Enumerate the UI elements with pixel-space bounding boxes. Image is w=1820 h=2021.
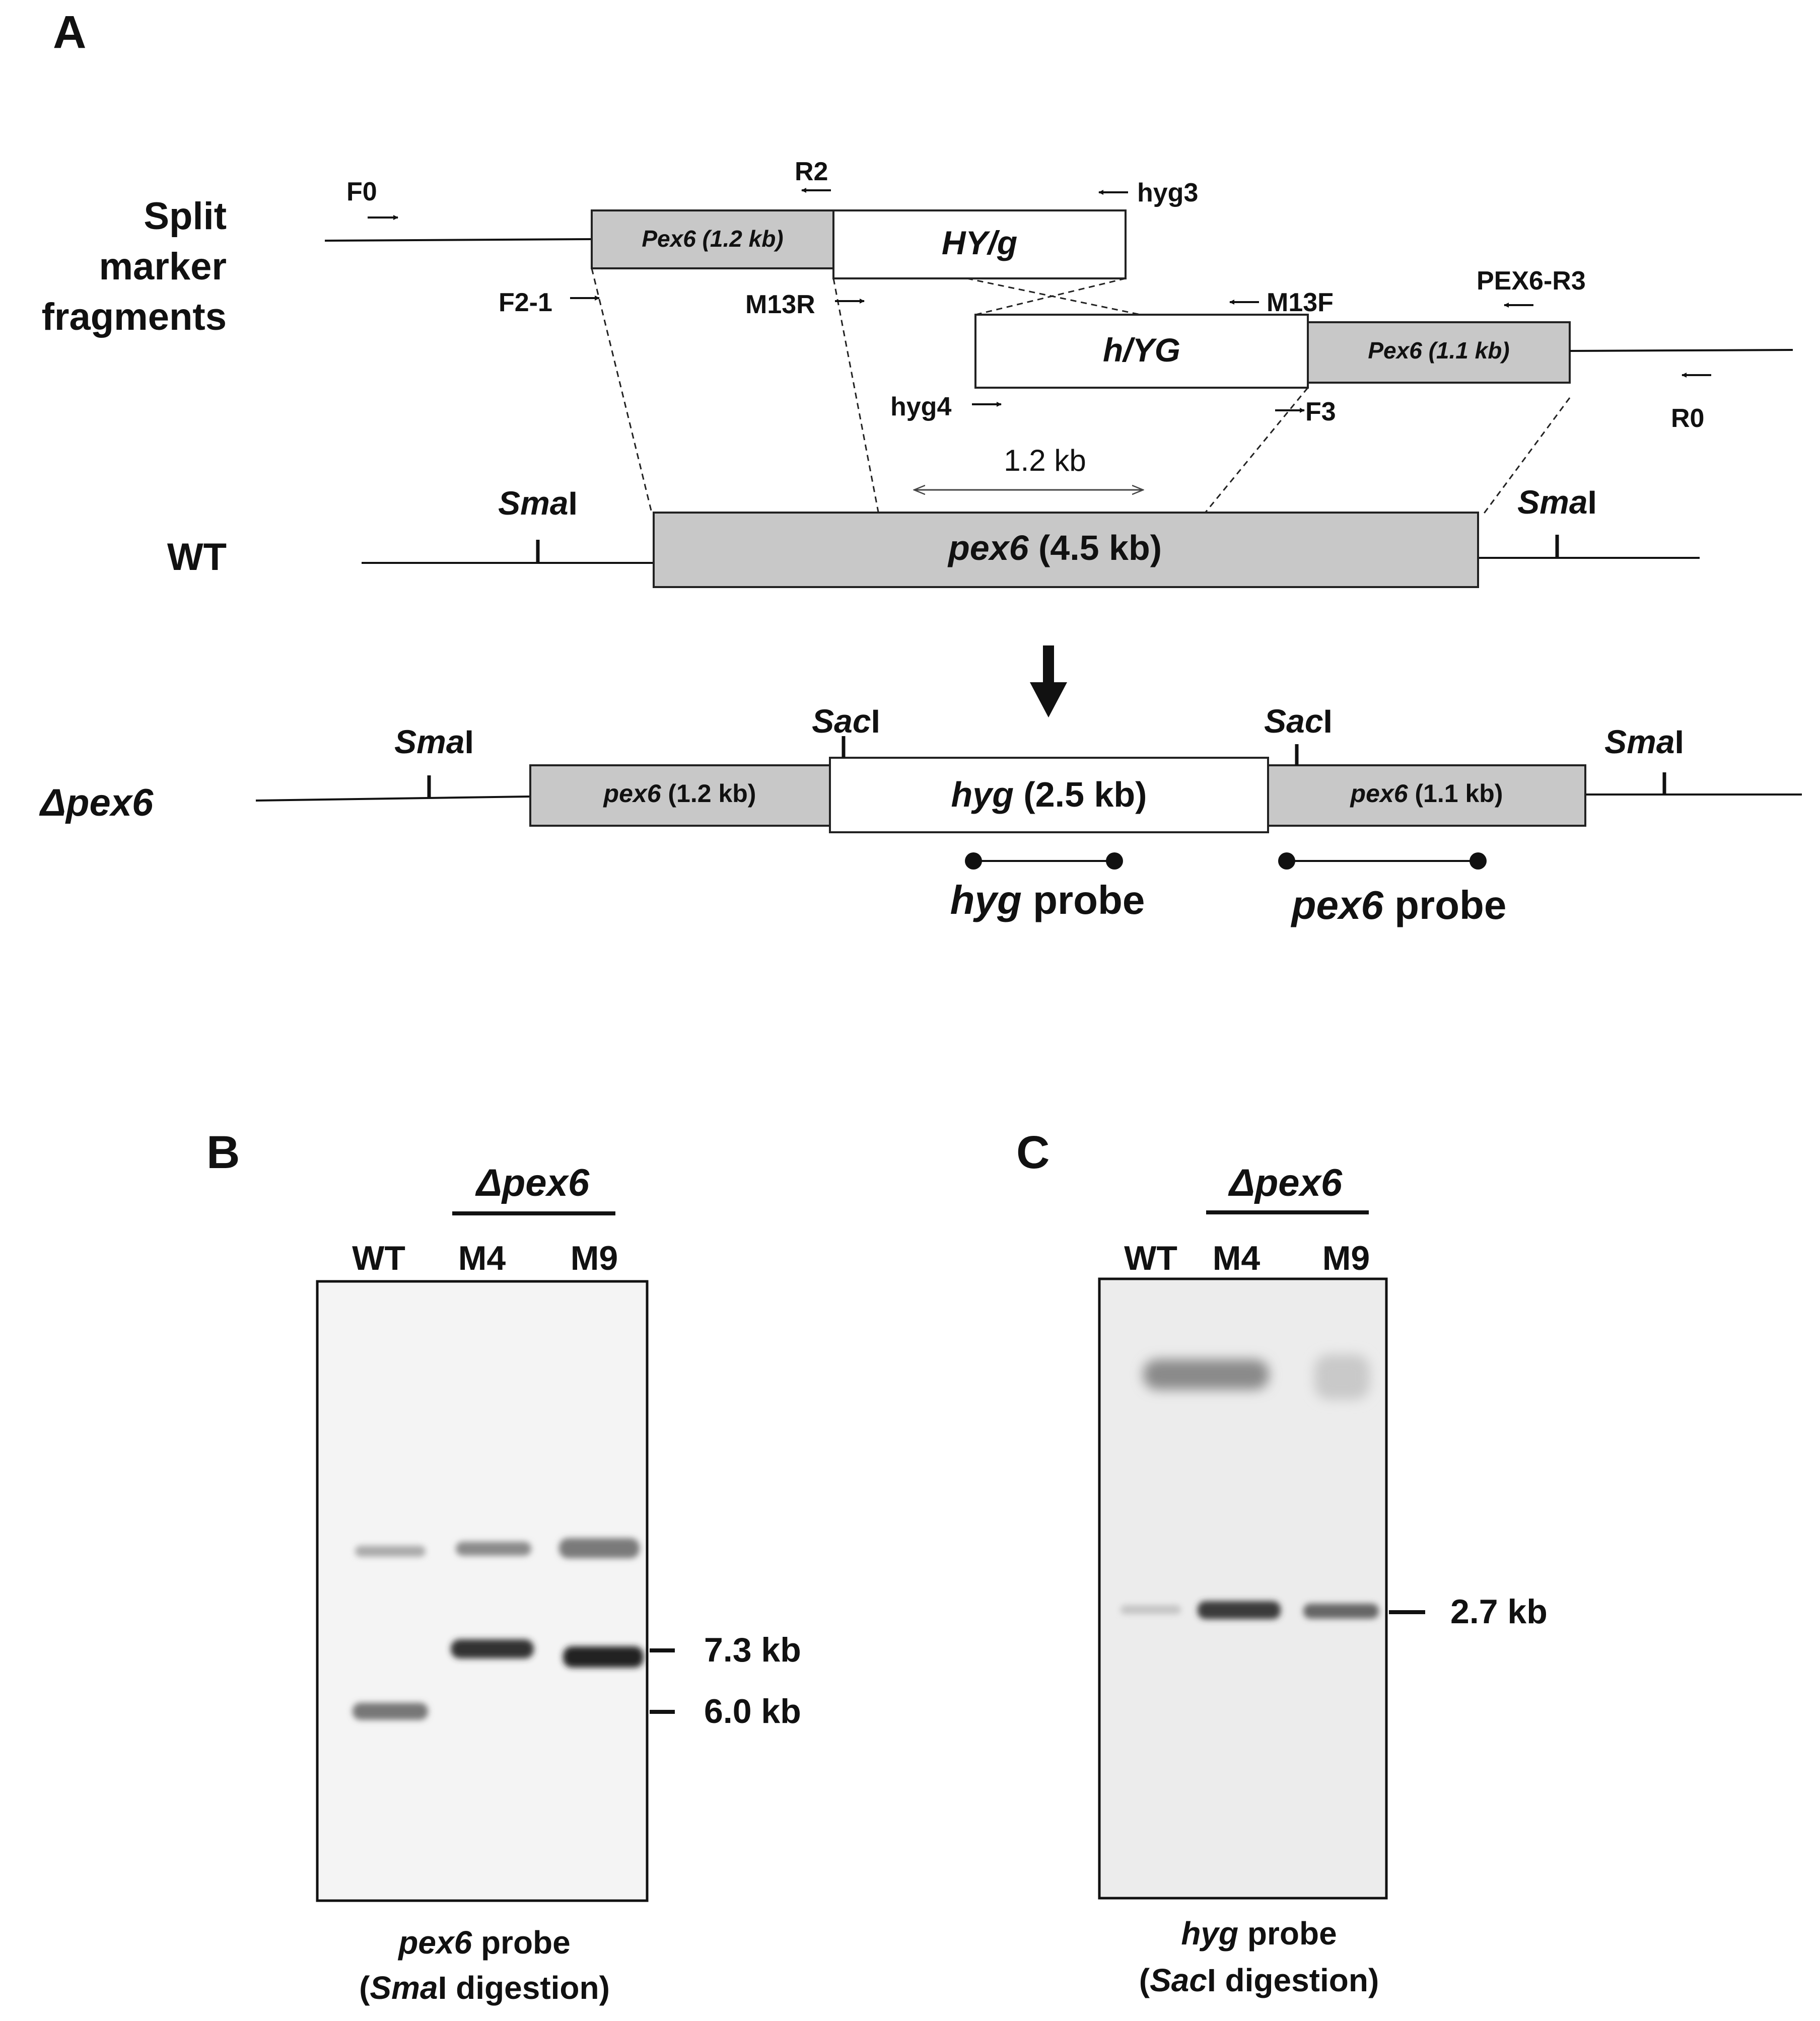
wt-pex6-box xyxy=(653,512,1479,588)
primer-hyg4-label: hyg4 xyxy=(890,392,951,421)
wt-smai-label-left: SmaI xyxy=(498,484,578,522)
mutant-smai-label-left: SmaI xyxy=(394,723,474,760)
fragment1-hyg-label: HY/g xyxy=(942,224,1017,261)
panel-c-caption-line1: hyg probe xyxy=(1181,1915,1337,1952)
row-label-split: Split xyxy=(144,195,227,238)
mutant-pex6-right-box xyxy=(1267,764,1586,827)
panel-b-band-m9 xyxy=(563,1646,644,1668)
pex6-probe-end-left xyxy=(1278,852,1295,870)
fragment1-pex6-label: Pex6 (1.2 kb) xyxy=(642,226,783,252)
pex6-probe-end-right xyxy=(1469,852,1487,870)
wt-pex6-label: pex6 (4.5 kb) xyxy=(947,528,1162,567)
fragment1-hyg-box xyxy=(832,209,1127,279)
overlap-dash-2 xyxy=(975,277,1126,316)
panel-c-group-label: Δpex6 xyxy=(1228,1162,1343,1204)
panel-b-band-wt-faint xyxy=(355,1546,426,1557)
panel-b-band-wt xyxy=(353,1703,428,1720)
panel-b-marker-6-0: 6.0 kb xyxy=(704,1692,801,1730)
panel-b-lane-wt: WT xyxy=(352,1239,405,1277)
primer-f0-label: F0 xyxy=(346,177,377,206)
overlap-dash-1 xyxy=(966,277,1141,316)
overlap-size-label: 1.2 kb xyxy=(1004,444,1086,477)
mutant-left-flank xyxy=(255,796,531,802)
homology-dash-2 xyxy=(832,278,880,515)
fragment1-pex6-box xyxy=(591,209,834,269)
fragment2-pex6-label: Pex6 (1.1 kb) xyxy=(1368,337,1509,364)
pex6-probe-label: pex6 probe xyxy=(1291,883,1507,927)
panel-c-label: C xyxy=(1016,1127,1049,1178)
fragment1-flank-line xyxy=(324,238,592,242)
primer-f2-1-label: F2-1 xyxy=(499,288,552,317)
panel-b-label: B xyxy=(206,1127,240,1178)
primer-pex6-r3-label: PEX6-R3 xyxy=(1477,266,1586,296)
homology-dash-4 xyxy=(1482,397,1571,515)
mutant-smai-label-right: SmaI xyxy=(1604,723,1684,760)
hyg-probe-label: hyg probe xyxy=(950,878,1145,922)
row-label-fragments: fragments xyxy=(42,296,227,338)
panel-b-band-m9-faint xyxy=(559,1538,640,1558)
mutant-saci-label-left: SacI xyxy=(812,702,880,740)
wt-smai-label-right: SmaI xyxy=(1517,483,1597,521)
hyg-probe-end-right xyxy=(1106,852,1123,870)
transformation-arrow-head xyxy=(1030,682,1067,717)
panel-c-smear-top xyxy=(1143,1359,1269,1390)
fragment2-hyg-label: h/YG xyxy=(1103,331,1180,369)
panel-c-lane-wt: WT xyxy=(1124,1239,1177,1277)
primer-m13f-label: M13F xyxy=(1267,288,1334,317)
fragment2-flank-line xyxy=(1569,349,1793,352)
panel-b-lane-m4: M4 xyxy=(458,1239,506,1277)
panel-c-smear-m9 xyxy=(1314,1354,1370,1400)
primer-f3-label: F3 xyxy=(1305,397,1336,426)
mutant-pex6-right-label: pex6 (1.1 kb) xyxy=(1350,779,1503,808)
panel-b-band-m4 xyxy=(451,1639,534,1658)
panel-b-caption-line1: pex6 probe xyxy=(397,1924,570,1961)
panel-c-band-wt-faint xyxy=(1121,1605,1181,1614)
row-label-wt: WT xyxy=(167,536,227,579)
homology-dash-3 xyxy=(1203,387,1309,515)
panel-a-label: A xyxy=(53,7,86,58)
panel-c-band-m9 xyxy=(1303,1604,1379,1619)
mutant-saci-label-right: SacI xyxy=(1264,702,1333,740)
panel-b-gel xyxy=(316,1280,649,1902)
hyg-probe-end-left xyxy=(965,852,982,870)
panel-b-caption-line2: (SmaI digestion) xyxy=(359,1970,610,2006)
panel-b-marker-7-3: 7.3 kb xyxy=(704,1631,801,1669)
primer-m13r-label: M13R xyxy=(745,290,815,319)
panel-c-caption-line2: (SacI digestion) xyxy=(1139,1962,1379,1998)
panel-b-group-label: Δpex6 xyxy=(475,1162,590,1204)
mutant-pex6-left-label: pex6 (1.2 kb) xyxy=(603,779,756,808)
panel-c-lane-m4: M4 xyxy=(1213,1239,1261,1277)
primer-r2-label: R2 xyxy=(795,157,828,186)
panel-b-lane-m9: M9 xyxy=(571,1239,618,1277)
fragment2-hyg-box xyxy=(974,314,1309,389)
panel-c-lane-m9: M9 xyxy=(1322,1239,1370,1277)
panel-b-band-m4-faint xyxy=(456,1542,531,1556)
row-label-mutant: Δpex6 xyxy=(39,781,154,824)
fragment2-pex6-box xyxy=(1307,321,1571,384)
panel-c-marker-2-7: 2.7 kb xyxy=(1450,1593,1548,1631)
mutant-hyg-box xyxy=(829,757,1269,833)
homology-dash-1 xyxy=(591,268,653,515)
primer-r0-label: R0 xyxy=(1671,404,1704,433)
mutant-hyg-label: hyg (2.5 kb) xyxy=(951,775,1147,814)
primer-hyg3-label: hyg3 xyxy=(1137,178,1198,207)
mutant-pex6-left-box xyxy=(529,764,831,827)
panel-c-band-m4 xyxy=(1198,1601,1281,1619)
row-label-marker: marker xyxy=(99,245,227,288)
